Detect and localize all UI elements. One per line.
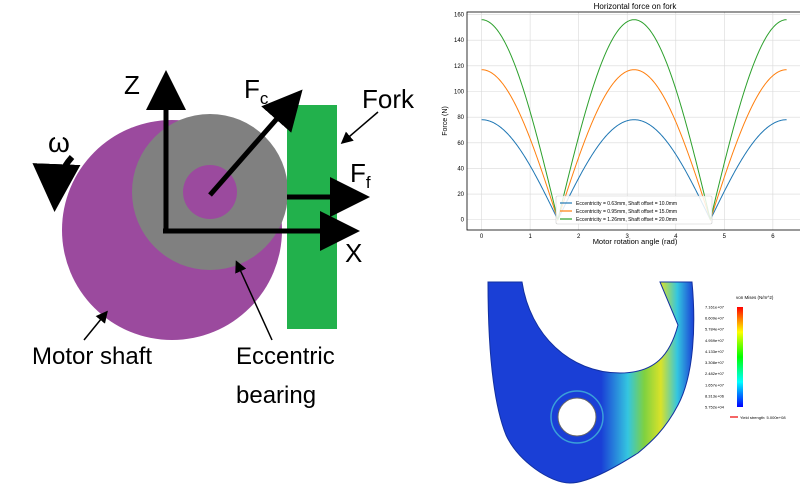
fc-arrow	[208, 89, 303, 197]
fea-legend-value: 7.161e+07	[705, 305, 725, 310]
ff-label: Ff	[350, 158, 371, 192]
y-tick-label: 20	[457, 192, 464, 198]
fea-yield-label: Yield strength: 5.000e+08	[740, 415, 786, 420]
mechanism-diagram: Z X ω Fc Ff Fork Motor shaft Eccentric b…	[32, 70, 415, 409]
chart-legend: Eccentricity = 0.63mm, Shaft offset = 10…	[555, 195, 713, 225]
series-line	[481, 119, 787, 221]
omega-label: ω	[48, 127, 70, 158]
motor-shaft-pointer-line	[83, 310, 108, 341]
y-tick-label: 0	[461, 218, 465, 224]
chart-lines	[481, 19, 787, 222]
series-line	[481, 19, 787, 220]
x-tick-label: 2	[577, 234, 581, 240]
y-tick-label: 140	[454, 38, 465, 44]
fea-stress-svg: von Mises (N/m^2) 7.161e+07 6.609e+07 5.78…	[487, 281, 786, 484]
x-tick-label: 5	[723, 234, 727, 240]
fea-legend-value: 5.784e+07	[705, 327, 725, 332]
fea-legend-value: 1.657e+07	[705, 382, 725, 387]
fea-legend-value: 8.313e+06	[705, 393, 725, 398]
x-tick-label: 0	[480, 234, 484, 240]
fork-part-hole-inner	[557, 397, 597, 437]
fork-bar	[287, 105, 337, 329]
y-tick-label: 40	[457, 166, 464, 172]
fork-label: Fork	[362, 84, 415, 114]
chart-ylabel: Force (N)	[442, 106, 449, 136]
y-tick-label: 120	[454, 64, 465, 70]
z-axis-label: Z	[124, 70, 140, 100]
chart-xlabel: Motor rotation angle (rad)	[593, 237, 678, 246]
y-tick-label: 60	[457, 141, 464, 147]
y-tick-label: 80	[457, 115, 464, 121]
fea-legend-title: von Mises (N/m^2)	[736, 295, 774, 300]
fea-legend-value: 4.133e+07	[705, 349, 725, 354]
legend-entry: Eccentricity = 0.95mm, Shaft offset = 15…	[576, 209, 677, 215]
omega-rotation-arrow	[32, 155, 81, 212]
fc-label: Fc	[244, 74, 269, 108]
x-axis-label: X	[345, 238, 362, 268]
fc-subscript: c	[260, 89, 269, 108]
motor-shaft-label: Motor shaft	[32, 343, 152, 370]
fea-stress-plot: von Mises (N/m^2) 7.161e+07 6.609e+07 5.78…	[470, 265, 800, 488]
legend-entry: Eccentricity = 1.26mm, Shaft offset = 20…	[576, 217, 677, 223]
x-tick-label: 1	[528, 234, 532, 240]
x-tick-label: 6	[771, 234, 775, 240]
chart-plot-frame	[466, 11, 800, 231]
mechanism-diagram-svg: Z X ω Fc Ff Fork Motor shaft Eccentric b…	[32, 70, 415, 409]
fea-legend-value: 2.482e+07	[705, 371, 725, 376]
chart-title: Horizontal force on fork	[594, 2, 678, 11]
fork-part-body	[487, 281, 695, 484]
legend-entry: Eccentricity = 0.63mm, Shaft offset = 10…	[576, 201, 677, 207]
fea-legend-value: 6.609e+07	[705, 316, 725, 321]
eccentric-pointer-line	[235, 260, 273, 341]
fea-colorbar	[737, 307, 743, 407]
x-tick-label: 3	[626, 234, 630, 240]
fea-legend-value: 3.308e+07	[705, 360, 725, 365]
x-tick-label: 4	[674, 234, 678, 240]
series-line	[481, 69, 787, 222]
fea-legend-value: 4.959e+07	[705, 338, 725, 343]
ff-subscript: f	[366, 173, 371, 192]
fea-legend-values: 7.161e+07 6.609e+07 5.784e+07 4.959e+07 4.13…	[705, 305, 725, 410]
fork-pointer-line	[340, 111, 379, 144]
eccentric-label-line2: bearing	[236, 382, 316, 409]
chart-grid	[467, 12, 800, 230]
eccentric-label-line1: Eccentric	[236, 343, 335, 370]
fea-legend-value: 5.752e+04	[705, 405, 725, 410]
y-tick-label: 100	[454, 90, 465, 96]
y-tick-label: 160	[454, 13, 465, 19]
legend-box	[555, 195, 713, 225]
